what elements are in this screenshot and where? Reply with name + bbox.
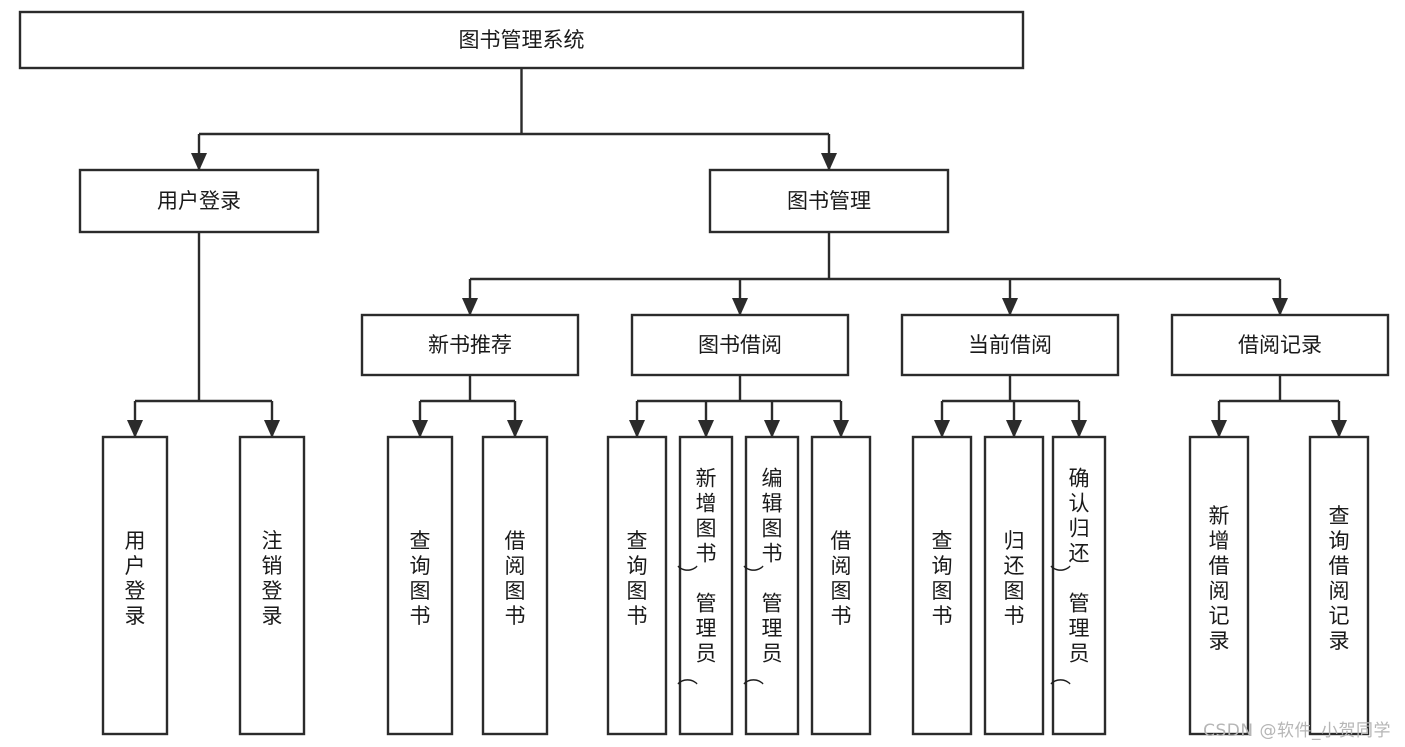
node-box[interactable] [911, 435, 973, 736]
node-leaf-cur-query[interactable]: 查询图书 [911, 435, 973, 736]
node-label: 借阅图书 [831, 529, 852, 628]
node-l2-user-login[interactable]: 用户登录 [78, 168, 320, 234]
node-leaf-nb-query[interactable]: 查询图书 [386, 435, 454, 736]
node-box[interactable] [481, 435, 549, 736]
node-label: 归还图书 [1004, 529, 1025, 628]
node-box[interactable] [678, 435, 734, 736]
node-box[interactable] [744, 435, 800, 736]
node-box[interactable] [900, 313, 1120, 377]
node-box[interactable] [1170, 313, 1390, 377]
node-leaf-cur-confirm[interactable]: 确认归还（管理员） [1050, 435, 1107, 736]
node-l3-new-book[interactable]: 新书推荐 [360, 313, 580, 377]
node-l3-borrow[interactable]: 图书借阅 [630, 313, 850, 377]
node-label: 编辑图书（管理员） [743, 467, 783, 686]
node-l2-book-manage[interactable]: 图书管理 [708, 168, 950, 234]
node-label: 查询借阅记录 [1329, 504, 1350, 653]
node-box[interactable] [983, 435, 1045, 736]
node-leaf-bb-borrow[interactable]: 借阅图书 [810, 435, 872, 736]
node-label: 注销登录 [262, 529, 283, 628]
node-box[interactable] [1188, 435, 1250, 736]
node-leaf-user-logout[interactable]: 注销登录 [238, 435, 306, 736]
node-box[interactable] [101, 435, 169, 736]
node-label: 图书借阅 [698, 333, 782, 357]
node-box[interactable] [1308, 435, 1370, 736]
node-leaf-cur-return[interactable]: 归还图书 [983, 435, 1045, 736]
node-leaf-nb-borrow[interactable]: 借阅图书 [481, 435, 549, 736]
node-l3-current[interactable]: 当前借阅 [900, 313, 1120, 377]
node-box[interactable] [386, 435, 454, 736]
node-leaf-bb-add[interactable]: 新增图书（管理员） [677, 435, 734, 736]
node-box[interactable] [18, 10, 1025, 70]
node-label: 图书管理系统 [459, 28, 585, 52]
node-label: 确认归还（管理员） [1050, 467, 1090, 686]
node-l3-records[interactable]: 借阅记录 [1170, 313, 1390, 377]
node-box[interactable] [238, 435, 306, 736]
node-leaf-bb-query[interactable]: 查询图书 [606, 435, 668, 736]
node-leaf-user-login[interactable]: 用户登录 [101, 435, 169, 736]
node-label: 用户登录 [125, 529, 146, 628]
node-label: 图书管理 [787, 189, 871, 213]
node-label: 当前借阅 [968, 333, 1052, 357]
node-box[interactable] [630, 313, 850, 377]
node-box[interactable] [360, 313, 580, 377]
node-label: 用户登录 [157, 189, 241, 213]
node-label: 新增图书（管理员） [677, 467, 717, 686]
node-label: 借阅图书 [505, 529, 526, 628]
node-box[interactable] [78, 168, 320, 234]
edge-layer [127, 68, 1347, 438]
node-box[interactable] [606, 435, 668, 736]
node-label: 查询图书 [410, 529, 431, 628]
node-label: 新书推荐 [428, 333, 512, 357]
node-label: 查询图书 [932, 529, 953, 628]
node-leaf-rec-query[interactable]: 查询借阅记录 [1308, 435, 1370, 736]
node-box[interactable] [708, 168, 950, 234]
node-layer: 图书管理系统用户登录图书管理新书推荐图书借阅当前借阅借阅记录用户登录注销登录查询… [18, 10, 1390, 736]
node-root[interactable]: 图书管理系统 [18, 10, 1025, 70]
node-label: 新增借阅记录 [1209, 504, 1230, 653]
node-box[interactable] [1051, 435, 1107, 736]
node-label: 查询图书 [627, 529, 648, 628]
node-leaf-rec-add[interactable]: 新增借阅记录 [1188, 435, 1250, 736]
node-box[interactable] [810, 435, 872, 736]
node-label: 借阅记录 [1238, 333, 1322, 357]
node-leaf-bb-edit[interactable]: 编辑图书（管理员） [743, 435, 800, 736]
